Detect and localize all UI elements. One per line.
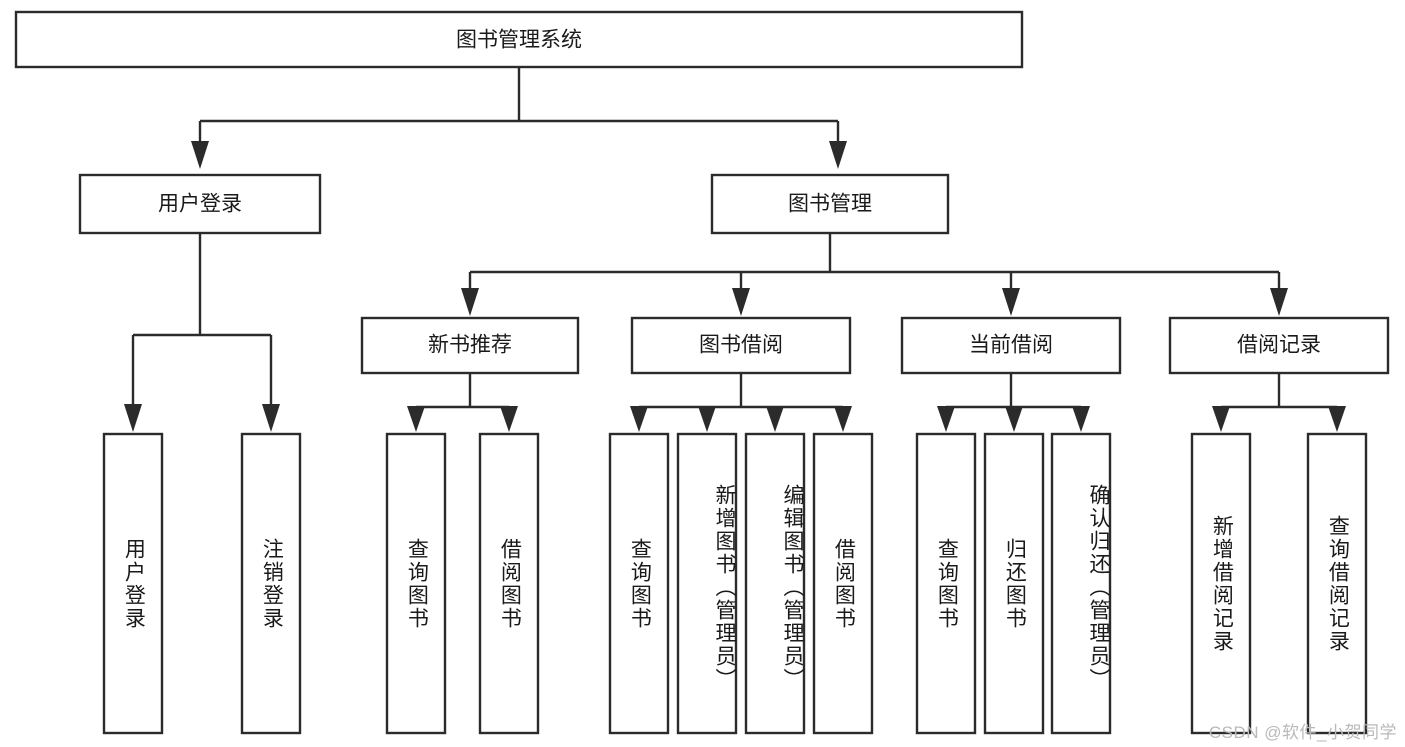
node-leaf-borrow-book-2[interactable] — [812, 432, 874, 735]
node-leaf-borrow-book-1[interactable] — [478, 432, 540, 735]
node-box — [1050, 432, 1112, 735]
node-label: 当前借阅 — [969, 334, 1053, 357]
node-box — [78, 173, 322, 235]
arrow-head-icon — [124, 404, 142, 432]
arrow-head-icon — [630, 406, 648, 432]
arrow-head-icon — [1270, 288, 1288, 316]
node-leaf-query-book-1[interactable] — [385, 432, 447, 735]
node-leaf-add-borrow-record[interactable] — [1190, 432, 1252, 735]
arrow-head-icon — [461, 288, 479, 316]
node-box — [360, 316, 580, 375]
node-leaf-query-book-3[interactable] — [915, 432, 977, 735]
arrow-head-icon — [698, 406, 716, 432]
connector-user-login-to-leaves — [124, 233, 280, 432]
arrow-head-icon — [1212, 406, 1230, 432]
arrow-head-icon — [834, 406, 852, 432]
connector-borrow-record-to-leaves — [1212, 373, 1346, 432]
node-book-management[interactable]: 图书管理 — [710, 173, 950, 235]
connector-current-borrow-to-leaves — [937, 373, 1090, 432]
arrow-head-icon — [262, 404, 280, 432]
node-box — [812, 432, 874, 735]
arrow-head-icon — [1002, 288, 1020, 316]
node-new-book-recommend[interactable]: 新书推荐 — [360, 316, 580, 375]
arrow-head-icon — [191, 141, 209, 169]
node-user-login[interactable]: 用户登录 — [78, 173, 322, 235]
arrow-head-icon — [1005, 406, 1023, 432]
node-leaf-add-book-admin[interactable] — [676, 432, 738, 735]
arrow-head-icon — [500, 406, 518, 432]
arrow-head-icon — [407, 406, 425, 432]
node-leaf-user-login[interactable] — [102, 432, 164, 735]
node-leaf-query-borrow-record[interactable] — [1306, 432, 1368, 735]
node-box — [1306, 432, 1368, 735]
node-box — [983, 432, 1045, 735]
arrow-head-icon — [829, 141, 847, 169]
node-box — [240, 432, 302, 735]
connector-book-borrow-to-leaves — [630, 373, 852, 432]
watermark-text: CSDN @软件_小贺同学 — [1208, 723, 1397, 742]
arrow-head-icon — [1072, 406, 1090, 432]
node-leaf-edit-book-admin[interactable] — [744, 432, 806, 735]
node-label: 图书管理系统 — [456, 29, 582, 52]
node-box — [630, 316, 852, 375]
node-box — [676, 432, 738, 735]
node-box — [900, 316, 1122, 375]
node-leaf-logout-login[interactable] — [240, 432, 302, 735]
arrow-head-icon — [1328, 406, 1346, 432]
node-box — [102, 432, 164, 735]
node-box — [744, 432, 806, 735]
node-leaf-confirm-return-admin[interactable] — [1050, 432, 1112, 735]
node-book-borrow[interactable]: 图书借阅 — [630, 316, 852, 375]
connector-root-to-level2 — [191, 67, 847, 169]
node-box — [710, 173, 950, 235]
node-leaf-query-book-2[interactable] — [608, 432, 670, 735]
node-root[interactable]: 图书管理系统 — [14, 10, 1024, 69]
arrow-head-icon — [937, 406, 955, 432]
node-box — [478, 432, 540, 735]
node-box — [1168, 316, 1390, 375]
node-box — [14, 10, 1024, 69]
node-current-borrow[interactable]: 当前借阅 — [900, 316, 1122, 375]
node-label: 用户登录 — [158, 193, 242, 216]
node-box — [385, 432, 447, 735]
node-label: 新书推荐 — [428, 334, 512, 357]
node-label: 图书借阅 — [699, 334, 783, 357]
arrow-head-icon — [766, 406, 784, 432]
node-box — [1190, 432, 1252, 735]
arrow-head-icon — [732, 288, 750, 316]
connector-book-management-to-level3 — [461, 233, 1288, 316]
node-leaf-return-book[interactable] — [983, 432, 1045, 735]
node-label: 图书管理 — [788, 193, 872, 216]
node-borrow-record[interactable]: 借阅记录 — [1168, 316, 1390, 375]
node-box — [608, 432, 670, 735]
node-label: 借阅记录 — [1237, 334, 1321, 357]
node-box — [915, 432, 977, 735]
connector-new-book-recommend-to-leaves — [407, 373, 518, 432]
